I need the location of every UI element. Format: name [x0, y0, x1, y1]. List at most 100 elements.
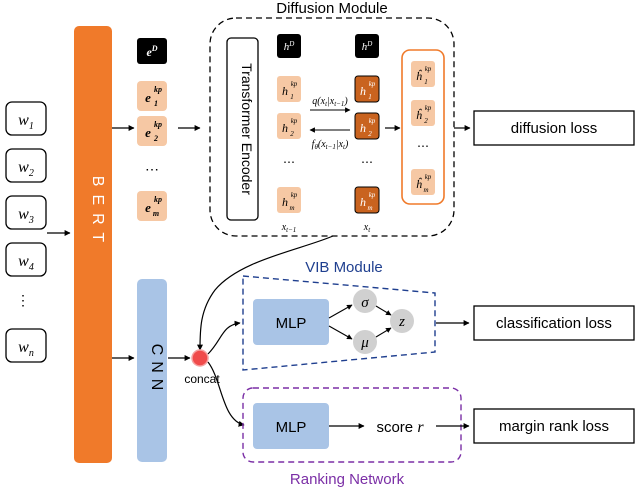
- svg-text:1: 1: [290, 93, 294, 101]
- svg-text:m: m: [289, 204, 294, 212]
- svg-text:kp: kp: [369, 117, 376, 125]
- svg-text:1: 1: [368, 93, 372, 101]
- h1-hat: ĥ kp 1: [411, 61, 435, 87]
- svg-text:2: 2: [153, 134, 158, 143]
- margin-rank-loss-label: margin rank loss: [499, 418, 609, 435]
- diffusion-to-concat-arrow: [197, 235, 334, 351]
- svg-text:kp: kp: [154, 195, 162, 204]
- reverse-process-label: fθ(xt−1|xt): [312, 139, 349, 151]
- svg-text:hD: hD: [284, 40, 295, 53]
- svg-text:z: z: [398, 314, 405, 330]
- hm-right: h kp m: [354, 186, 380, 214]
- ranking-mlp-label: MLP: [276, 419, 307, 436]
- hD-left: hD: [277, 34, 301, 58]
- svg-text:kp: kp: [425, 104, 432, 112]
- hD-right: hD: [355, 34, 379, 58]
- embedding-em: e kp m: [137, 191, 167, 221]
- cnn-label: CNN: [148, 344, 165, 397]
- vib-mlp: MLP: [253, 299, 329, 345]
- diffusion-module-title: Diffusion Module: [276, 0, 387, 17]
- diffusion-module: Diffusion Module Transformer Encoder hD …: [209, 0, 455, 237]
- concat-label: concat: [184, 372, 220, 386]
- vib-mlp-label: MLP: [276, 315, 307, 332]
- svg-text:h: h: [360, 121, 366, 135]
- svg-text:eD: eD: [146, 44, 157, 59]
- left-col-ellipsis: ⋯: [283, 155, 295, 169]
- svg-text:kp: kp: [369, 80, 376, 88]
- ranking-network: Ranking Network MLP score r: [242, 387, 462, 488]
- transformer-encoder-label: Transformer Encoder: [239, 63, 255, 195]
- svg-text:1: 1: [424, 78, 428, 86]
- svg-text:e: e: [145, 125, 151, 140]
- embedding-e1: e kp 1: [137, 81, 167, 111]
- transformer-encoder: Transformer Encoder: [226, 37, 259, 221]
- hat-ellipsis: ⋯: [417, 139, 429, 153]
- h2-right: h kp 2: [354, 112, 380, 140]
- bert-label: BERT: [89, 176, 106, 250]
- svg-text:h: h: [282, 121, 288, 135]
- cnn-block: CNN: [137, 279, 167, 462]
- embedding-column: eD e kp 1 e kp 2 ⋯ e kp m: [137, 38, 167, 221]
- svg-text:2: 2: [368, 130, 372, 138]
- token-w4: w4: [5, 242, 47, 277]
- svg-text:ĥ: ĥ: [416, 108, 423, 122]
- embedding-eD: eD: [137, 38, 167, 64]
- hm-left: h kp m: [277, 187, 301, 213]
- concat-to-vib-arrow: [207, 320, 241, 355]
- xt-label: xt: [363, 222, 371, 234]
- svg-text:kp: kp: [291, 80, 298, 88]
- svg-text:kp: kp: [291, 191, 298, 199]
- vib-module-title: VIB Module: [305, 259, 383, 276]
- vib-module: VIB Module MLP σ μ z: [242, 259, 436, 371]
- svg-text:hD: hD: [362, 40, 373, 53]
- svg-text:e: e: [145, 90, 151, 105]
- svg-text:ĥ: ĥ: [416, 177, 423, 191]
- token-w2: w2: [5, 148, 47, 183]
- margin-rank-loss-box: margin rank loss: [473, 408, 635, 444]
- svg-text:w4: w4: [18, 253, 34, 273]
- ranking-network-title: Ranking Network: [290, 471, 405, 488]
- concat-node: concat: [184, 349, 220, 386]
- score-label: score r: [376, 419, 424, 436]
- concat-to-ranking-arrow: [207, 361, 245, 427]
- sigma-node: σ: [353, 289, 377, 313]
- xt-minus-1-label: xt−1: [281, 222, 297, 234]
- svg-text:e: e: [145, 200, 151, 215]
- svg-text:m: m: [423, 186, 428, 194]
- token-w3: w3: [5, 195, 47, 230]
- svg-text:2: 2: [424, 117, 428, 125]
- token-wn: wn: [5, 328, 47, 363]
- svg-text:w2: w2: [18, 159, 34, 179]
- z-node: z: [390, 309, 414, 333]
- diffusion-loss-label: diffusion loss: [511, 120, 597, 137]
- svg-text:h: h: [282, 84, 288, 98]
- svg-text:kp: kp: [425, 65, 432, 73]
- svg-text:μ: μ: [360, 335, 369, 351]
- svg-text:h: h: [360, 84, 366, 98]
- svg-text:w1: w1: [18, 112, 34, 132]
- denoised-group: ĥ kp 1 ĥ kp 2 ⋯ ĥ kp m: [401, 49, 445, 205]
- svg-text:w3: w3: [18, 206, 34, 226]
- ranking-mlp: MLP: [253, 403, 329, 449]
- h2-left: h kp 2: [277, 113, 301, 139]
- svg-text:kp: kp: [425, 173, 432, 181]
- classification-loss-label: classification loss: [496, 315, 612, 332]
- bert-block: BERT: [74, 26, 112, 463]
- right-col-ellipsis: ⋯: [361, 155, 373, 169]
- svg-text:h: h: [360, 195, 366, 209]
- svg-text:m: m: [153, 209, 159, 218]
- embedding-ellipsis: ⋯: [145, 161, 159, 177]
- h2-hat: ĥ kp 2: [411, 100, 435, 126]
- h1-right: h kp 1: [354, 75, 380, 103]
- svg-text:kp: kp: [154, 85, 162, 94]
- classification-loss-box: classification loss: [473, 305, 635, 341]
- hm-hat: ĥ kp m: [411, 169, 435, 195]
- token-ellipsis: ⋮: [16, 292, 30, 308]
- diffusion-loss-box: diffusion loss: [473, 110, 635, 146]
- svg-text:h: h: [282, 195, 288, 209]
- embedding-e2: e kp 2: [137, 116, 167, 146]
- svg-text:ĥ: ĥ: [416, 69, 423, 83]
- svg-text:kp: kp: [291, 117, 298, 125]
- token-w1: w1: [5, 101, 47, 136]
